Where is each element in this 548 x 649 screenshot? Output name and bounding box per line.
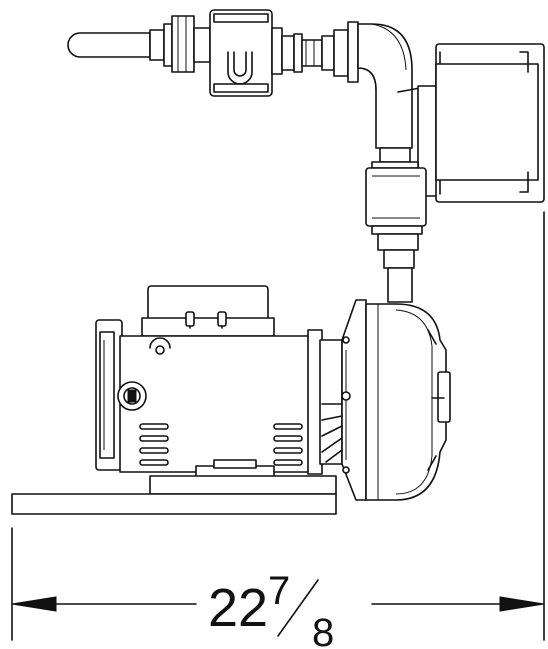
motor-body bbox=[95, 319, 343, 479]
inlet-pipe-assembly bbox=[67, 15, 211, 73]
pump-adapter-bracket bbox=[321, 299, 367, 501]
dimension-denominator: 8 bbox=[312, 611, 334, 649]
valve-body bbox=[209, 9, 283, 97]
dimension-whole: 22 bbox=[208, 578, 268, 638]
elbow-pipe bbox=[357, 23, 421, 149]
dimension-label: 22 7 8 bbox=[208, 569, 334, 649]
dimension-line bbox=[11, 211, 545, 641]
motor-terminal-box bbox=[141, 285, 275, 343]
base-plate bbox=[11, 475, 337, 515]
fraction-slash bbox=[277, 579, 319, 637]
left-arrowhead bbox=[11, 596, 57, 612]
right-arrowhead bbox=[499, 596, 545, 612]
dimension-numerator: 7 bbox=[268, 569, 290, 613]
vertical-pipe-union bbox=[365, 147, 427, 303]
pump-volute-housing bbox=[365, 303, 451, 501]
check-valve-fitting bbox=[281, 21, 359, 83]
pressure-switch-box bbox=[417, 43, 545, 203]
